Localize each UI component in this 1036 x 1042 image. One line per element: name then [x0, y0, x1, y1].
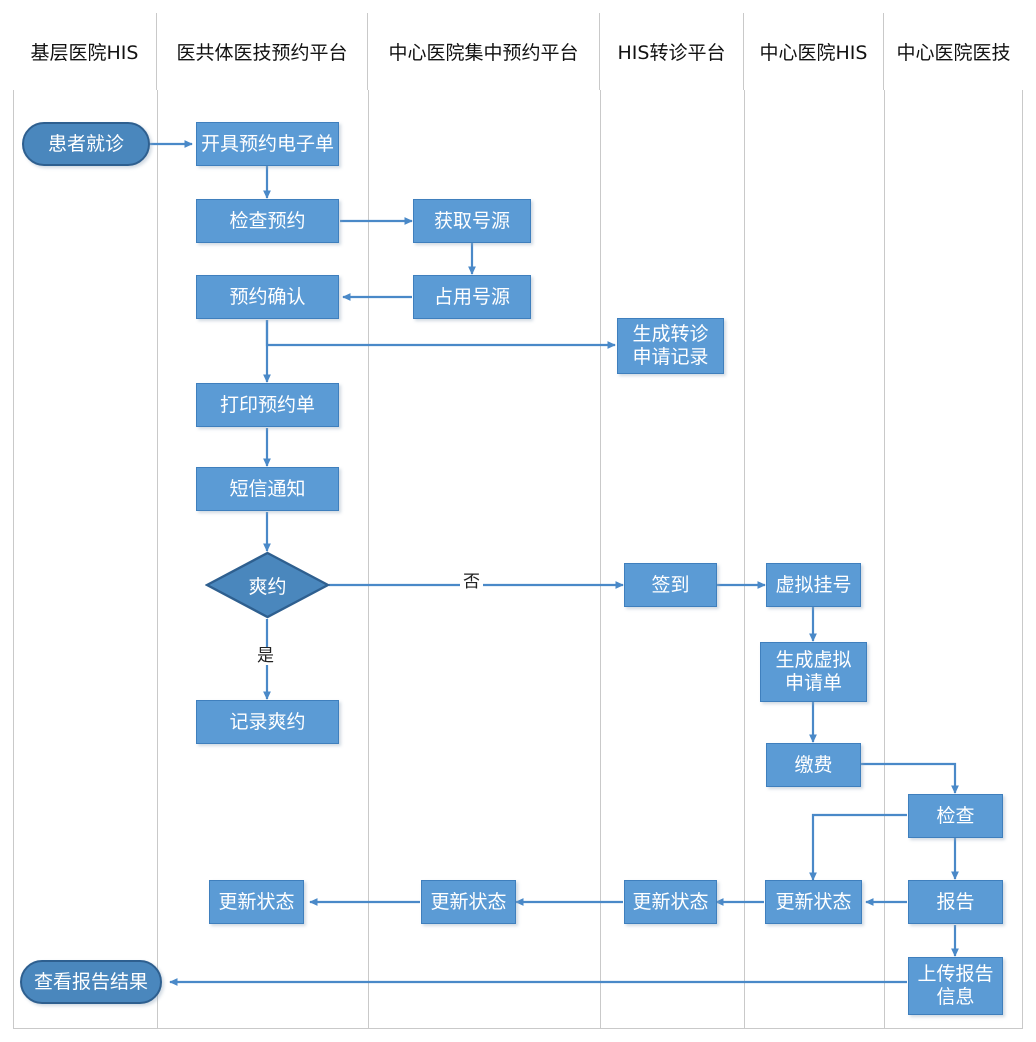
node-label-line1: 生成转诊	[632, 322, 709, 345]
node-sign-in[interactable]: 签到	[624, 563, 717, 607]
node-label-line2: 申请记录	[632, 346, 709, 368]
node-virtual-registration[interactable]: 虚拟挂号	[766, 563, 861, 607]
lane-header-lane3: 中心医院集中预约平台	[368, 13, 600, 90]
lane-header-lane5: 中心医院HIS	[744, 13, 884, 90]
lane-header-lane4: HIS转诊平台	[600, 13, 744, 90]
node-update-status-referral[interactable]: 更新状态	[624, 880, 717, 924]
lane-divider-3	[600, 90, 601, 1029]
node-appointment-confirm[interactable]: 预约确认	[196, 275, 339, 319]
node-record-no-show[interactable]: 记录爽约	[196, 700, 339, 744]
node-report[interactable]: 报告	[908, 880, 1003, 924]
lane-divider-1	[157, 90, 158, 1029]
lane-divider-5	[884, 90, 885, 1029]
edge-pay-to-exam	[861, 762, 959, 794]
node-get-slot[interactable]: 获取号源	[413, 199, 531, 243]
node-examination[interactable]: 检查	[908, 794, 1003, 838]
lane-header-label: 中心医院HIS	[759, 42, 868, 64]
node-label: 获取号源	[433, 209, 510, 232]
edge-exam-to-update-his	[809, 813, 907, 881]
node-label-line1: 上传报告	[917, 962, 994, 985]
node-issue-e-order[interactable]: 开具预约电子单	[196, 122, 339, 166]
node-label: 更新状态	[775, 890, 852, 913]
diamond-shape-icon	[205, 551, 330, 619]
node-patient-visit[interactable]: 患者就诊	[22, 122, 150, 166]
node-label: 占用号源	[433, 285, 510, 308]
lane-header-label: HIS转诊平台	[617, 42, 726, 64]
node-upload-report-info[interactable]: 上传报告 信息	[908, 957, 1003, 1015]
node-update-status-central-platform[interactable]: 更新状态	[421, 880, 516, 924]
lane-header-lane1: 基层医院HIS	[13, 13, 157, 90]
edge-label-no: 否	[460, 574, 483, 591]
node-print-appointment[interactable]: 打印预约单	[196, 383, 339, 427]
lane-header-lane6: 中心医院医技	[884, 13, 1023, 90]
node-label: 更新状态	[632, 890, 709, 913]
node-label: 查看报告结果	[33, 970, 148, 993]
node-view-report-result[interactable]: 查看报告结果	[20, 960, 162, 1004]
node-exam-appointment[interactable]: 检查预约	[196, 199, 339, 243]
lane-header-label: 中心医院集中预约平台	[388, 42, 579, 64]
node-label: 检查预约	[229, 209, 306, 232]
node-create-virtual-form[interactable]: 生成虚拟 申请单	[760, 642, 867, 702]
node-label-line1: 生成虚拟	[775, 648, 852, 671]
lane-header-label: 基层医院HIS	[30, 42, 139, 64]
lane-header-label: 中心医院医技	[896, 42, 1011, 64]
node-hold-slot[interactable]: 占用号源	[413, 275, 531, 319]
node-update-status-central-his[interactable]: 更新状态	[765, 880, 862, 924]
node-label: 短信通知	[229, 477, 306, 500]
lane-divider-2	[368, 90, 369, 1029]
node-no-show-decision[interactable]: 爽约	[205, 551, 330, 619]
edge-confirm-to-referral	[265, 320, 616, 349]
node-create-referral-record[interactable]: 生成转诊 申请记录	[617, 318, 724, 374]
node-label: 检查	[936, 804, 975, 827]
lane-header-lane2: 医共体医技预约平台	[157, 13, 368, 90]
node-label: 打印预约单	[219, 393, 315, 416]
node-payment[interactable]: 缴费	[766, 743, 861, 787]
node-label: 缴费	[794, 753, 833, 776]
node-label-line2: 信息	[936, 986, 975, 1008]
node-label: 更新状态	[430, 890, 507, 913]
lane-header-label: 医共体医技预约平台	[176, 42, 348, 64]
node-label: 爽约	[248, 575, 287, 598]
node-label: 预约确认	[229, 285, 306, 308]
lane-divider-4	[744, 90, 745, 1029]
node-sms-notify[interactable]: 短信通知	[196, 467, 339, 511]
node-label: 更新状态	[218, 890, 295, 913]
node-update-status-union-platform[interactable]: 更新状态	[209, 880, 304, 924]
swimlane-frame	[13, 13, 1023, 1029]
node-label: 记录爽约	[229, 710, 306, 733]
node-label: 虚拟挂号	[775, 573, 852, 596]
node-label: 报告	[936, 890, 975, 913]
node-label: 开具预约电子单	[200, 132, 334, 155]
node-label-line2: 申请单	[784, 672, 842, 694]
node-label: 患者就诊	[47, 132, 124, 155]
edge-label-yes: 是	[254, 648, 277, 665]
node-label: 签到	[651, 573, 690, 596]
